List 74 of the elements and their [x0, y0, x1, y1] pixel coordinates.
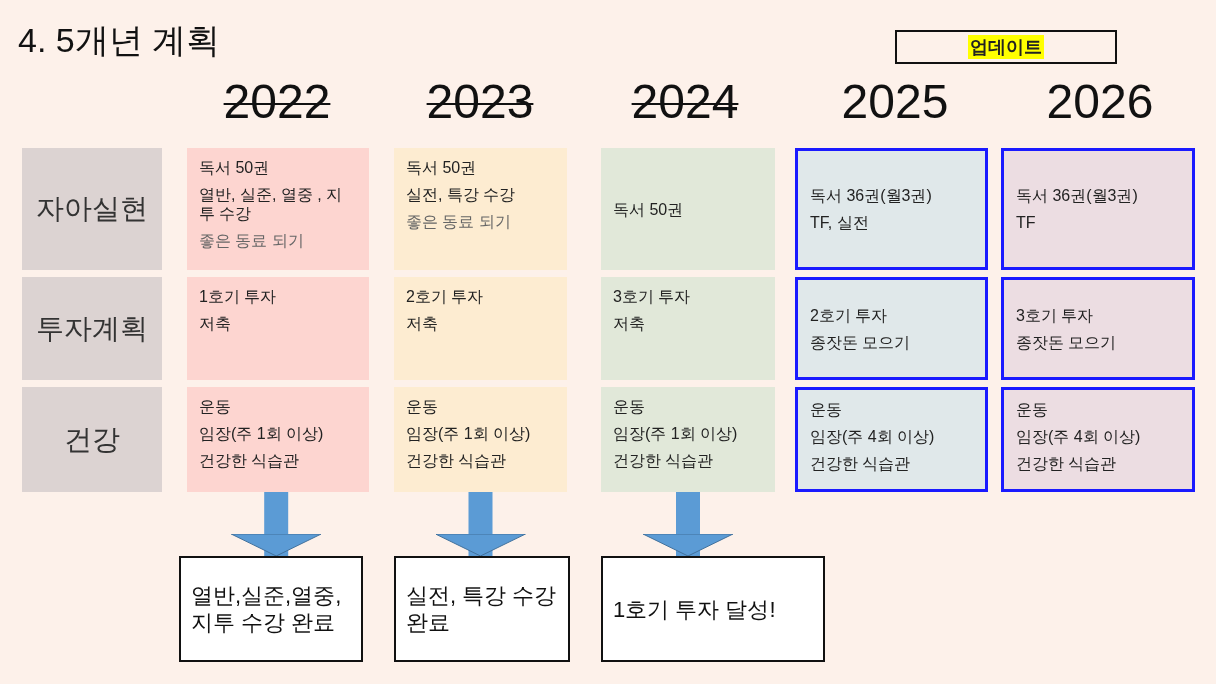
plan-cell: [795, 148, 988, 270]
cell-text: 건강한 식습관: [810, 454, 912, 473]
result-box: [394, 556, 570, 662]
cell-text: 3호기 투자: [613, 287, 692, 306]
row-header-box: [22, 277, 162, 380]
cell-text: 2호기 투자: [406, 287, 485, 306]
cell-text: 임장(주 1회 이상): [613, 424, 739, 443]
row-header-text: 투자계획: [36, 311, 148, 346]
plan-cell: [1001, 387, 1195, 492]
plan-cell: [795, 387, 988, 492]
plan-cell: [394, 148, 567, 270]
plan-cell: [187, 387, 369, 492]
plan-cell: [601, 277, 775, 380]
cell-text: 건강한 식습관: [406, 451, 508, 470]
cell-text: 운동: [613, 397, 646, 416]
update-box: [895, 30, 1117, 64]
cell-text: 독서 50권: [406, 158, 478, 177]
cell-text: 건강한 식습관: [1016, 454, 1118, 473]
block-arrow: [230, 492, 322, 557]
plan-cell: [795, 277, 988, 380]
cell-text: 임장(주 4회 이상): [1016, 427, 1142, 446]
cell-text: 임장(주 1회 이상): [199, 424, 325, 443]
cell-text: 건강한 식습관: [613, 451, 715, 470]
cell-text: TF, 실전: [810, 213, 870, 232]
cell-text: 임장(주 1회 이상): [406, 424, 532, 443]
result-text: 1호기 투자 달성!: [613, 595, 776, 623]
highlighted-text: 업데이트: [968, 35, 1044, 59]
block-arrow: [435, 492, 526, 557]
cell-text: 좋은 동료 되기: [199, 231, 305, 250]
year-label: 2025: [841, 75, 949, 128]
plan-cell: [1001, 148, 1195, 270]
year-label: 2024: [631, 75, 739, 128]
row-header-text: 건강: [64, 422, 120, 457]
plan-cell: [601, 148, 775, 270]
cell-text: 운동: [1016, 400, 1049, 419]
cell-text: 종잣돈 모으기: [1016, 332, 1118, 352]
row-header-box: [22, 387, 162, 492]
cell-text: 실전, 특강 수강: [406, 185, 517, 204]
cell-text: 열반, 실준, 열중 , 지투 수강: [199, 185, 344, 223]
title: 4. 5개년 계획: [18, 20, 221, 61]
cell-text: 2호기 투자: [810, 305, 889, 325]
cell-text: 저축: [406, 314, 439, 333]
cell-text: 독서 50권: [613, 199, 685, 219]
result-text: 실전, 특강 수강 완료: [406, 582, 558, 636]
row-header-text: 자아실현: [36, 192, 148, 226]
cell-text: 3호기 투자: [1016, 305, 1095, 325]
row-header-box: [22, 148, 162, 270]
cell-text: 저축: [199, 314, 232, 333]
cell-text: 건강한 식습관: [199, 451, 301, 470]
cell-text: 운동: [810, 400, 843, 419]
cell-text: 1호기 투자: [199, 287, 278, 306]
result-box: [601, 556, 825, 662]
cell-text: TF: [1016, 213, 1037, 232]
result-text: 열반,실준,열중, 지투 수강 완료: [191, 582, 343, 636]
cell-text: 독서 50권: [199, 158, 271, 177]
year-label: 2022: [223, 75, 331, 128]
year-label: 2026: [1046, 75, 1154, 128]
cell-text: 독서 36권(월3권): [810, 186, 933, 205]
plan-cell: [187, 277, 369, 380]
plan-cell: [187, 148, 369, 270]
plan-cell: [394, 387, 567, 492]
cell-text: 운동: [406, 397, 439, 416]
plan-cell: [394, 277, 567, 380]
year-label: 2023: [426, 75, 534, 128]
result-box: [179, 556, 363, 662]
cell-text: 좋은 동료 되기: [406, 212, 512, 231]
cell-text: 저축: [613, 314, 646, 333]
block-arrow: [642, 492, 734, 557]
plan-cell: [601, 387, 775, 492]
cell-text: 운동: [199, 397, 232, 416]
plan-cell: [1001, 277, 1195, 380]
cell-text: 독서 36권(월3권): [1016, 186, 1139, 205]
cell-text: 종잣돈 모으기: [810, 332, 912, 352]
cell-text: 임장(주 4회 이상): [810, 427, 936, 446]
